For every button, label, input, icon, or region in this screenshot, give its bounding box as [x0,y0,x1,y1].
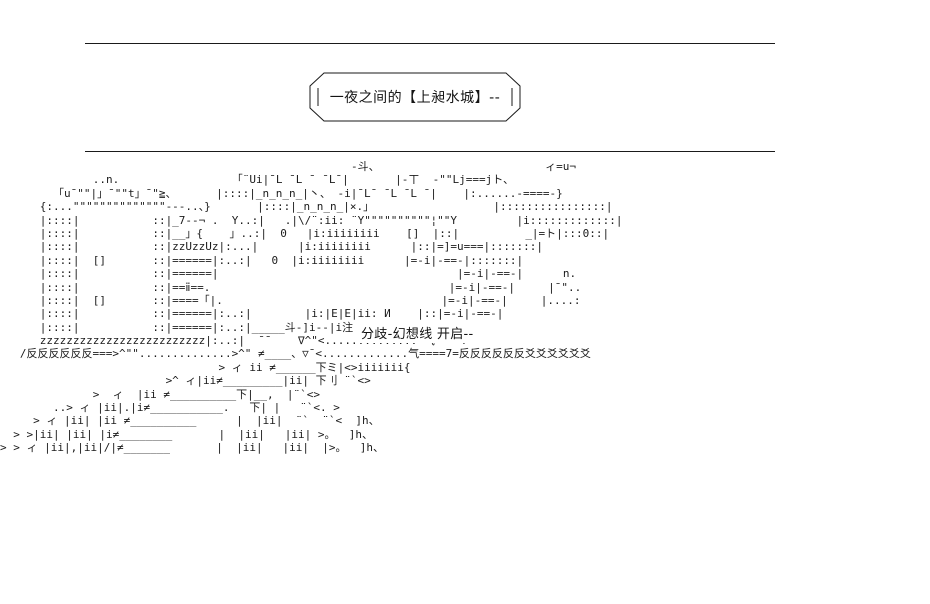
ascii-art-row: > >|ii| |ii| |i≠________ | |ii| |ii| >。 … [0,427,373,441]
ascii-art-row: |::::| ::|==ⅱ==. |=-i|-==-| |¯".. [0,280,582,294]
ascii-art-row: > ィ |ii| |ii ≠__________ | |ii| ¨` ¨`< ]… [0,414,380,428]
ascii-art-row: -斗、 ィ=u¬ [0,160,577,173]
ascii-art-row: |::::| ::|zzUzzUz|:...| |i:iiiiiiii |::|… [0,240,544,254]
ascii-art-row: |::::| ::|__」{ 」..:| 0 |i:iiiiiiii [] |:… [0,226,610,240]
ascii-art-row: > ィ |ii ≠__________下|__, |¨`<> [0,387,321,401]
ascii-art-row: >^ ィ|ii≠_________|ii| 下刂 ¨`<> [0,374,371,388]
page-title: 一夜之间的【上昶水城】-- [329,90,501,106]
title-frame-border [309,72,521,122]
fantasy-route-label: 分歧-幻想线 开启-- [358,322,477,343]
ascii-art-row: > > ィ |ii|,|ii|/|≠_______ | |ii| |ii| |>… [0,441,384,455]
ascii-art-row: ..> ィ |ii|.|i≠___________. 下| | ¨`<. > [0,401,340,415]
ascii-art-row: 「u¯""|」¯""t」¯"≧、 |::::|_n_n_n_|丶、 -i|¯L¯… [0,186,563,200]
ascii-art-row: ..n. 「¨Ui|¯L ¯L ¯ ¯L¯| |-ㄒ -""Lj===jト、 [0,173,514,187]
ascii-art-row: |::::| [] ::|====「|. |=-i|-==-| |....: [0,293,581,307]
ascii-art-row: |::::| ::|======| |=-i|-==-| n. [0,267,577,281]
title-frame: 一夜之间的【上昶水城】-- [296,72,534,122]
ascii-art-canvas: -斗、 ィ=u¬ ..n. 「¨Ui|¯L ¯L ¯ ¯L¯| |-ㄒ -""L… [0,160,930,604]
ascii-art-row: /反反反反反反===>^""..............>^" ≠____、▽¯… [0,347,591,361]
header-divider-top [85,43,775,44]
ascii-art-row: > ィ ii ≠______下ミ|<>iiiiiii{ [0,360,411,374]
ascii-art-row: {:...""""""""""""""---..、} |::::|_n_n_n_… [0,200,613,214]
header-divider-bottom [85,151,775,152]
ascii-art-row: |::::| [] ::|======|:..:| 0 |i:iiiiiiii … [0,253,524,267]
ascii-art-row: |::::| ::|_7--¬ . Y..:| .|\/¨:ii: ¨Y""""… [0,213,623,227]
ascii-art-row: |::::| ::|======|:..:| |i:|E|E|ii: И |::… [0,307,504,321]
